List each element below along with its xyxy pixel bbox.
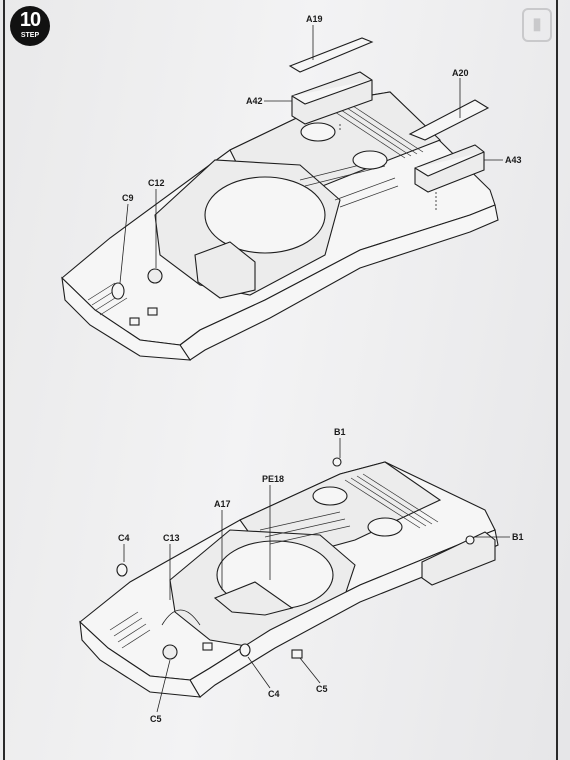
label-a19: A19: [306, 14, 323, 24]
label-c4-mid: C4: [268, 689, 280, 699]
a19-a42-part: [288, 37, 374, 125]
label-c4-left: C4: [118, 533, 130, 543]
a20-a43-part: [408, 99, 490, 193]
label-c9: C9: [122, 193, 134, 203]
step-label: STEP: [20, 32, 40, 39]
bottom-callouts: B1 B1 PE18 A17 C4 C13 C5 C4 C5: [118, 427, 524, 724]
label-a43: A43: [505, 155, 522, 165]
label-c5-right: C5: [316, 684, 328, 694]
bottom-hull-drawing: [79, 457, 499, 698]
top-callouts: A19 A42 A20 A43 C9 C12: [119, 14, 522, 284]
c9-part: [111, 282, 125, 300]
label-c13: C13: [163, 533, 180, 543]
c4-part-left: [116, 563, 128, 577]
label-pe18: PE18: [262, 474, 284, 484]
step-badge: 10 STEP: [10, 6, 50, 46]
left-border-line: [3, 0, 5, 760]
c12-part: [147, 268, 163, 284]
label-a42: A42: [246, 96, 263, 106]
top-hull-drawing: [61, 91, 499, 361]
label-c5-left: C5: [150, 714, 162, 724]
a17-part: [213, 581, 294, 616]
label-b1-top: B1: [334, 427, 346, 437]
c4-part-mid: [239, 643, 251, 657]
label-a17: A17: [214, 499, 231, 509]
label-b1-right: B1: [512, 532, 524, 542]
right-border-line: [556, 0, 558, 760]
step-number: 10: [19, 9, 41, 31]
label-c12: C12: [148, 178, 165, 188]
page-corner-mark-icon: ▮: [522, 8, 552, 42]
label-a20: A20: [452, 68, 469, 78]
